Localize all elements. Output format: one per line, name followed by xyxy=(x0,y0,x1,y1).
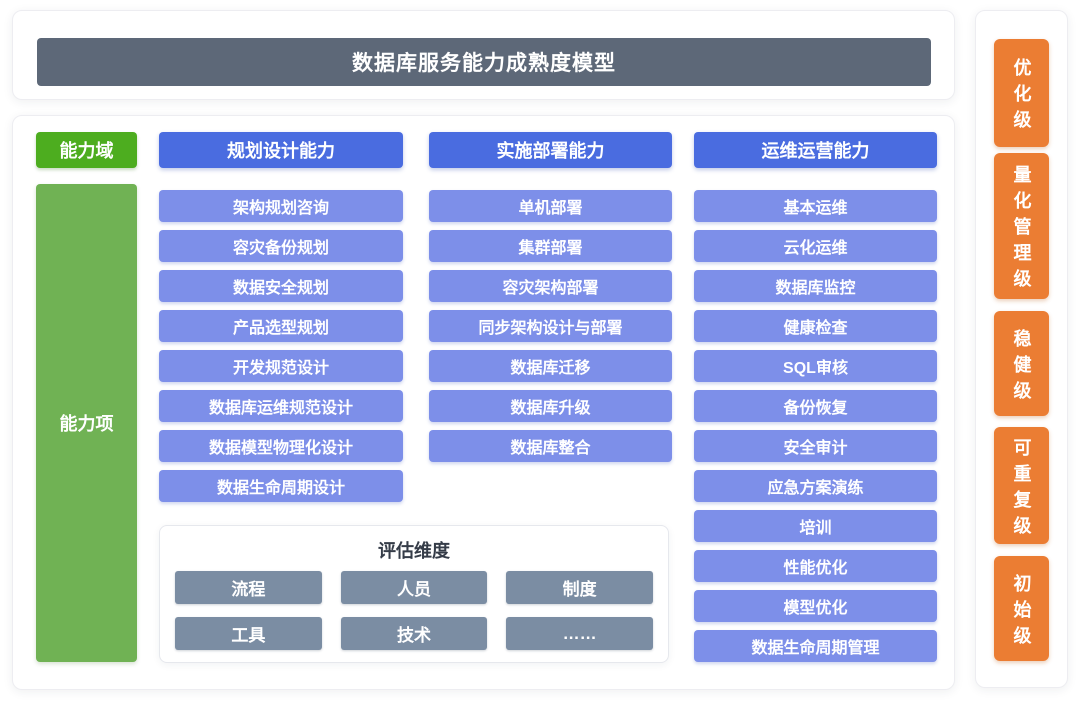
capability-domain-label: 能力域 xyxy=(36,132,137,168)
capability-item: 产品选型规划 xyxy=(159,310,403,342)
column-operations-maintenance: 运维运营能力 基本运维 云化运维 数据库监控 健康检查 SQL审核 备份恢复 安… xyxy=(694,132,937,670)
capability-item: 数据生命周期管理 xyxy=(694,630,937,662)
capability-item: SQL审核 xyxy=(694,350,937,382)
title-card: 数据库服务能力成熟度模型 xyxy=(12,10,955,100)
column-header: 规划设计能力 xyxy=(159,132,403,168)
capability-item: 性能优化 xyxy=(694,550,937,582)
capability-item: 培训 xyxy=(694,510,937,542)
maturity-level-quantified: 量化管理级 xyxy=(994,153,1049,299)
column-planning-design: 规划设计能力 架构规划咨询 容灾备份规划 数据安全规划 产品选型规划 开发规范设… xyxy=(159,132,403,510)
capability-item: 开发规范设计 xyxy=(159,350,403,382)
column-implementation-deployment: 实施部署能力 单机部署 集群部署 容灾架构部署 同步架构设计与部署 数据库迁移 … xyxy=(429,132,672,470)
evaluation-dimensions-panel: 评估维度 流程 人员 制度 工具 技术 …… xyxy=(159,525,669,663)
capability-item-label: 能力项 xyxy=(36,184,137,662)
capability-item: 同步架构设计与部署 xyxy=(429,310,672,342)
capability-item: 云化运维 xyxy=(694,230,937,262)
capability-item: 容灾备份规划 xyxy=(159,230,403,262)
capability-item: 数据模型物理化设计 xyxy=(159,430,403,462)
capability-item: 容灾架构部署 xyxy=(429,270,672,302)
evaluation-dimension: 人员 xyxy=(340,571,488,604)
capability-item: 健康检查 xyxy=(694,310,937,342)
evaluation-dimension: 制度 xyxy=(506,571,653,604)
capability-item: 数据库升级 xyxy=(429,390,672,422)
column-header: 运维运营能力 xyxy=(694,132,937,168)
capability-item: 数据库迁移 xyxy=(429,350,672,382)
column-header: 实施部署能力 xyxy=(429,132,672,168)
evaluation-dimension: …… xyxy=(506,617,653,650)
capability-item: 数据库运维规范设计 xyxy=(159,390,403,422)
capability-item: 备份恢复 xyxy=(694,390,937,422)
capability-item: 单机部署 xyxy=(429,190,672,222)
evaluation-dimension: 工具 xyxy=(175,617,322,650)
capability-item: 安全审计 xyxy=(694,430,937,462)
maturity-level-initial: 初始级 xyxy=(994,556,1049,661)
model-card: 能力域 能力项 规划设计能力 架构规划咨询 容灾备份规划 数据安全规划 产品选型… xyxy=(12,115,955,690)
capability-item: 数据库整合 xyxy=(429,430,672,462)
capability-item: 基本运维 xyxy=(694,190,937,222)
evaluation-dimensions-grid: 流程 人员 制度 工具 技术 …… xyxy=(175,571,653,650)
maturity-levels-card: 优化级 量化管理级 稳健级 可重复级 初始级 xyxy=(975,10,1068,688)
capability-item: 数据安全规划 xyxy=(159,270,403,302)
page-title: 数据库服务能力成熟度模型 xyxy=(37,38,931,86)
capability-item: 模型优化 xyxy=(694,590,937,622)
capability-item: 集群部署 xyxy=(429,230,672,262)
maturity-level-repeatable: 可重复级 xyxy=(994,427,1049,544)
capability-item: 数据库监控 xyxy=(694,270,937,302)
capability-item: 架构规划咨询 xyxy=(159,190,403,222)
evaluation-dimensions-title: 评估维度 xyxy=(378,541,450,561)
maturity-level-optimized: 优化级 xyxy=(994,39,1049,147)
capability-item: 应急方案演练 xyxy=(694,470,937,502)
evaluation-dimension: 技术 xyxy=(340,617,488,650)
evaluation-dimension: 流程 xyxy=(175,571,322,604)
maturity-level-stable: 稳健级 xyxy=(994,311,1049,416)
capability-item: 数据生命周期设计 xyxy=(159,470,403,502)
